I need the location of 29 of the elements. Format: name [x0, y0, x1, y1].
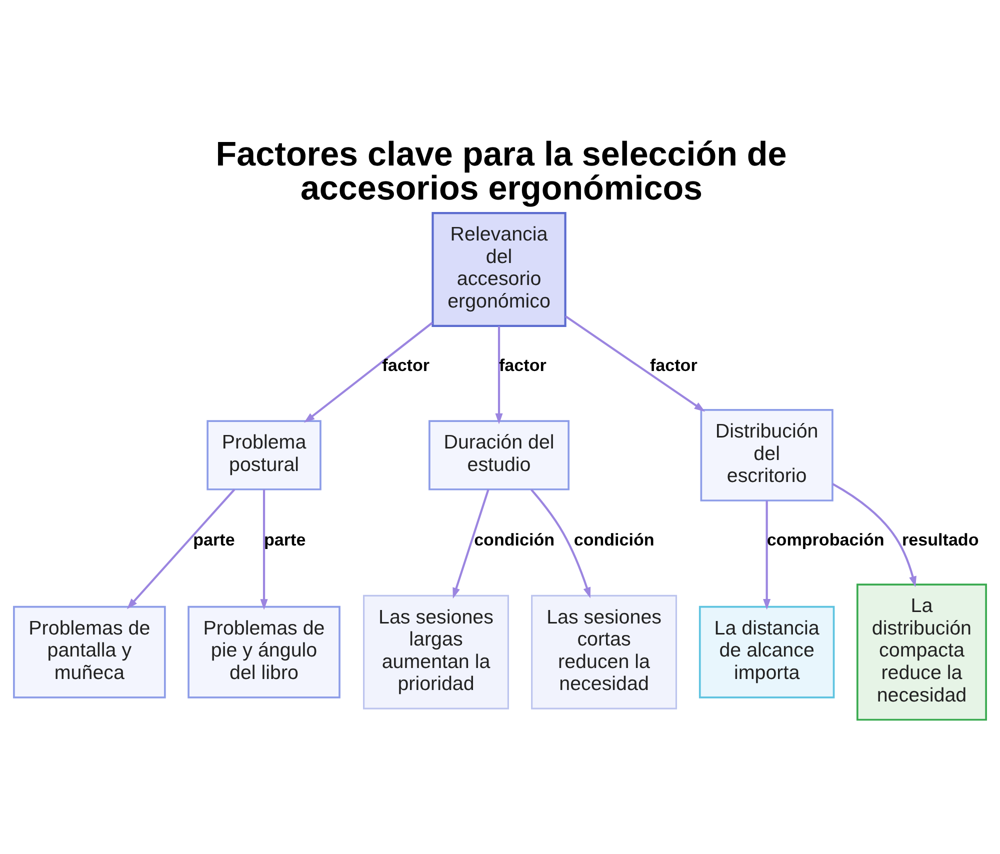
- arrow: [495, 326, 503, 424]
- edge-label: parte: [264, 530, 306, 550]
- diagram-title: Factores clave para la selección de accesorios ergonómicos: [216, 135, 787, 208]
- node-box: Problemas de pantalla y muñeca: [13, 606, 166, 698]
- node-box: Relevancia del accesorio ergonómico: [432, 212, 566, 327]
- node-box: La distancia de alcance importa: [698, 606, 835, 698]
- edge-label: factor: [382, 356, 430, 376]
- node-box: Problema postural: [206, 420, 322, 490]
- arrow: [763, 500, 771, 610]
- node-box: Duración del estudio: [428, 420, 570, 490]
- node-box: Las sesiones largas aumentan la prioridad: [363, 594, 509, 710]
- arrow: [832, 483, 916, 588]
- node-box: Distribución del escritorio: [700, 409, 834, 502]
- node-box: La distribución compacta reduce la necesidad: [856, 584, 987, 721]
- node-box: Problemas de pie y ángulo del libro: [188, 606, 340, 698]
- edge-label: condición: [574, 530, 654, 550]
- arrow: [304, 322, 433, 423]
- edge-label: resultado: [902, 530, 979, 550]
- edge-label: factor: [650, 356, 698, 376]
- arrow: [564, 315, 706, 412]
- edge-label: parte: [193, 530, 235, 550]
- arrow: [126, 488, 236, 610]
- node-box: Las sesiones cortas reducen la necesidad: [531, 594, 678, 710]
- arrow: [260, 490, 268, 610]
- arrow: [452, 489, 490, 599]
- edge-label: comprobación: [766, 530, 884, 550]
- edge-label: factor: [499, 356, 546, 376]
- edge-label: condición: [474, 530, 555, 550]
- arrow: [530, 489, 591, 598]
